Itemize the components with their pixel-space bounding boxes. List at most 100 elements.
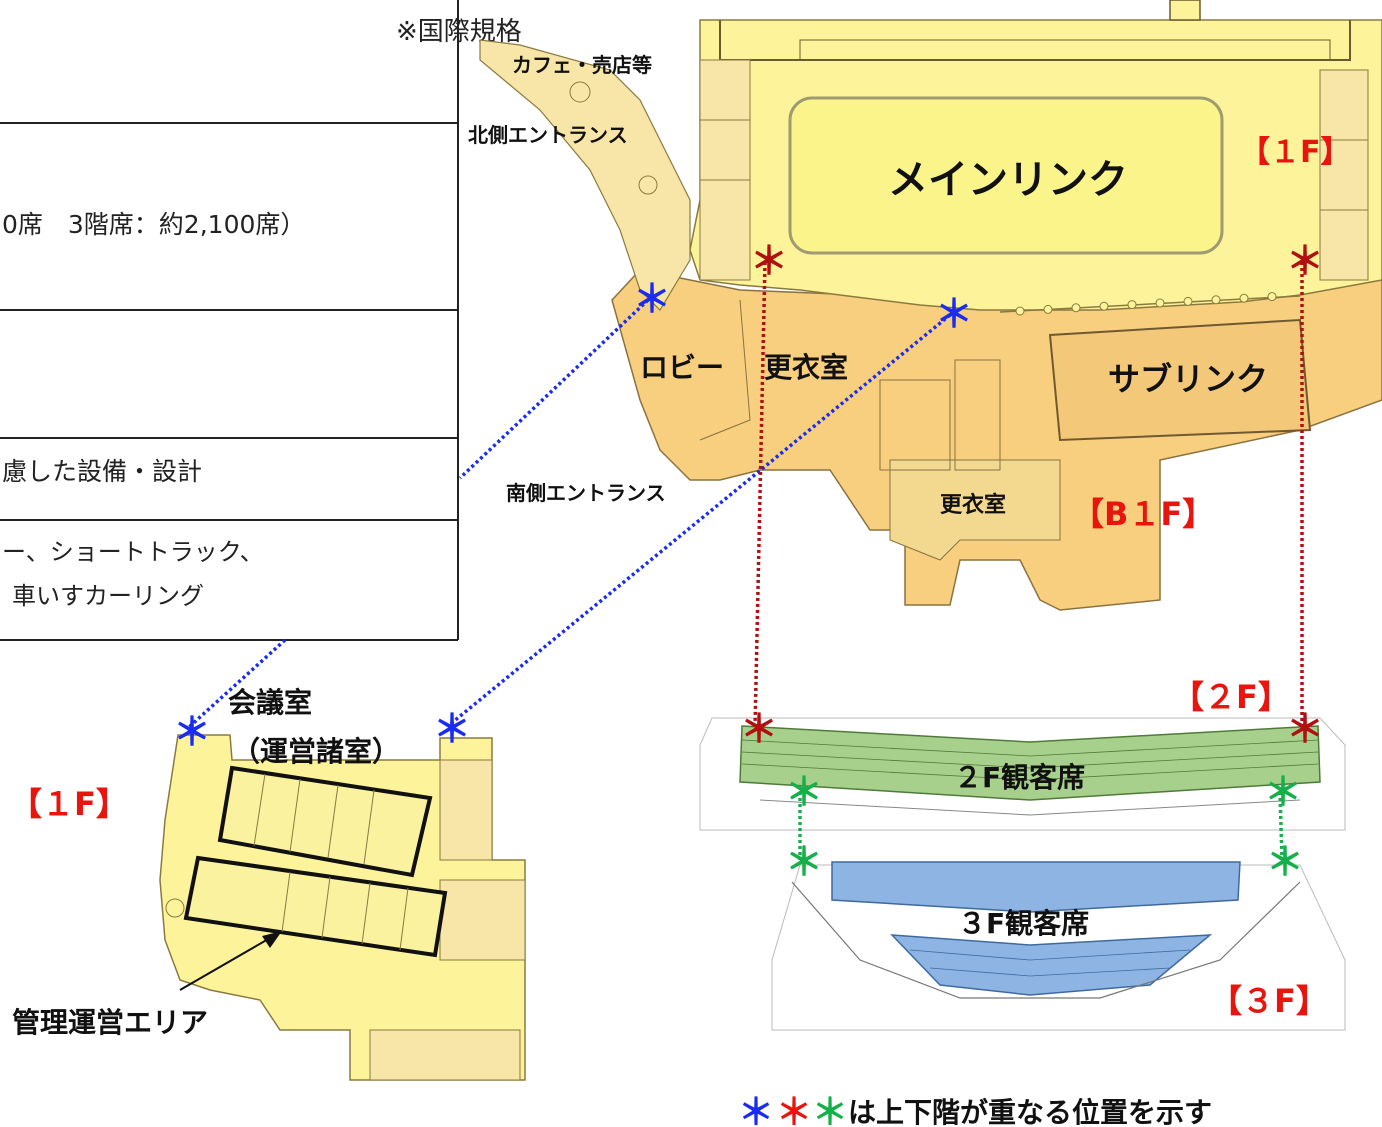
- seat-row: [741, 739, 1319, 757]
- 2f-concourse-line: [759, 799, 1301, 816]
- plan-circle: [638, 175, 658, 195]
- 1f-detail-plan: [159, 734, 526, 1081]
- north-entrance-wing: [479, 39, 691, 311]
- room-wall: [281, 871, 291, 933]
- railing-dot: [1267, 292, 1277, 302]
- green-marker: ＊: [785, 770, 823, 814]
- table-facility-text: 慮した設備・設計: [2, 457, 202, 486]
- railing-dot: [1155, 298, 1165, 308]
- operations-rooms-label: （運営諸室）: [232, 735, 400, 768]
- green-marker: ＊: [1266, 840, 1304, 884]
- green-marker: ＊: [785, 840, 823, 884]
- blue-marker: ＊: [173, 710, 211, 754]
- blue-marker: ＊: [433, 707, 471, 751]
- 3f-upper-seating: [831, 861, 1241, 913]
- seat-row: [741, 763, 1319, 781]
- floor-label-1f-detail: 【１F】: [10, 785, 128, 823]
- blue-marker: ＊: [633, 277, 671, 321]
- red-marker: ＊: [1286, 707, 1324, 751]
- railing-dot: [1043, 304, 1053, 314]
- b1f-room: [954, 359, 1001, 471]
- railing-dots: [1015, 292, 1277, 316]
- railing-dot: [1183, 296, 1193, 306]
- sub-rink-shape: [1048, 318, 1312, 442]
- legend-red-asterisk: ＊: [776, 1092, 812, 1127]
- b1f-wall: [699, 299, 751, 441]
- north-entrance-label: 北側エントランス: [468, 123, 628, 147]
- main-rink-label: メインリンク: [888, 157, 1128, 203]
- room-wall: [361, 882, 371, 945]
- b1f-room: [889, 459, 1061, 561]
- floor-label-2f: 【２F】: [1172, 678, 1290, 716]
- 3f-seats-label: ３F観客席: [958, 907, 1089, 940]
- red-marker: ＊: [740, 707, 778, 751]
- b1f-plan: [611, 269, 1382, 611]
- table-seats-text: 0席 3階席：約2,100席）: [2, 210, 305, 239]
- 3f-seating-plan: [771, 861, 1346, 1031]
- blue-marker: ＊: [935, 292, 973, 336]
- seat-row: [929, 967, 1171, 977]
- 3f-lower-seating: [890, 934, 1213, 996]
- admin-area-label: 管理運営エリア: [12, 1006, 208, 1039]
- b1f-outline: [611, 269, 1382, 611]
- room-wall: [289, 778, 301, 853]
- 2f-seating-area: [739, 725, 1321, 801]
- south-entrance-label: 南側エントランス: [506, 481, 666, 505]
- admin-arrow-line: [179, 937, 271, 991]
- plan-circle: [569, 81, 591, 103]
- red-marker: ＊: [750, 239, 788, 283]
- room-wall: [399, 887, 409, 951]
- 1f-side-rooms: [699, 59, 751, 281]
- 1f-top-notch: [1169, 0, 1201, 21]
- room-wall: [327, 784, 339, 859]
- plan-circle: [165, 898, 185, 918]
- railing-dot: [1099, 301, 1109, 311]
- railing-dot: [1015, 306, 1025, 316]
- red-marker: ＊: [1286, 239, 1324, 283]
- 1f-inner-wall: [799, 39, 1331, 60]
- 2f-seats-label: ２F観客席: [954, 761, 1085, 794]
- railing-dot: [1211, 295, 1221, 305]
- detail-room: [369, 1029, 521, 1081]
- locker-room-b1-label: 更衣室: [940, 492, 1006, 518]
- room-wall: [321, 876, 331, 939]
- detail-rooms: [439, 759, 493, 861]
- sub-rink-label: サブリンク: [1108, 360, 1268, 398]
- railing-dot: [1127, 300, 1137, 310]
- floor-label-3f: 【３F】: [1210, 982, 1328, 1020]
- admin-area-box: [183, 855, 448, 958]
- 2f-seating-plan: [699, 717, 1346, 831]
- 3f-bowl-line: [791, 881, 1301, 999]
- main-rink-shape: [788, 96, 1224, 255]
- 1f-top-wall: [719, 20, 1351, 61]
- blue-connector-lower: [186, 638, 287, 730]
- room-wall: [363, 789, 375, 865]
- meeting-room-label: 会議室: [228, 686, 312, 719]
- floor-label-b1f: 【B１F】: [1072, 495, 1214, 533]
- legend-text: は上下階が重なる位置を示す: [848, 1096, 1212, 1127]
- lobby-label: ロビー: [640, 351, 724, 384]
- cafe-label: カフェ・売店等: [512, 53, 652, 77]
- legend-green-asterisk: ＊: [812, 1092, 848, 1127]
- detail-room: [439, 879, 526, 961]
- blue-connector-upper: [458, 298, 650, 480]
- legend: ＊ ＊ ＊ は上下階が重なる位置を示す: [738, 1092, 1212, 1127]
- seat-row: [909, 949, 1191, 961]
- 1f-side-rooms: [1319, 69, 1369, 281]
- blue-connector-long: [446, 313, 952, 728]
- railing-dot: [1239, 293, 1249, 303]
- table-events-line1: ー、ショートトラック、: [2, 538, 264, 566]
- seat-row: [741, 751, 1319, 769]
- b1f-room: [879, 379, 951, 471]
- floor-label-1f-main: 【１F】: [1240, 135, 1351, 170]
- legend-blue-asterisk: ＊: [738, 1092, 774, 1127]
- 1f-main-plan: [479, 0, 1382, 313]
- connector-lines: [186, 261, 1304, 861]
- table-events-line2: 車いすカーリング: [12, 582, 204, 610]
- locker-room-label: 更衣室: [764, 351, 848, 384]
- admin-arrow-head: [262, 931, 282, 948]
- meeting-room-box: [217, 765, 433, 878]
- green-marker: ＊: [1264, 770, 1302, 814]
- green-connector-right: [1278, 791, 1284, 861]
